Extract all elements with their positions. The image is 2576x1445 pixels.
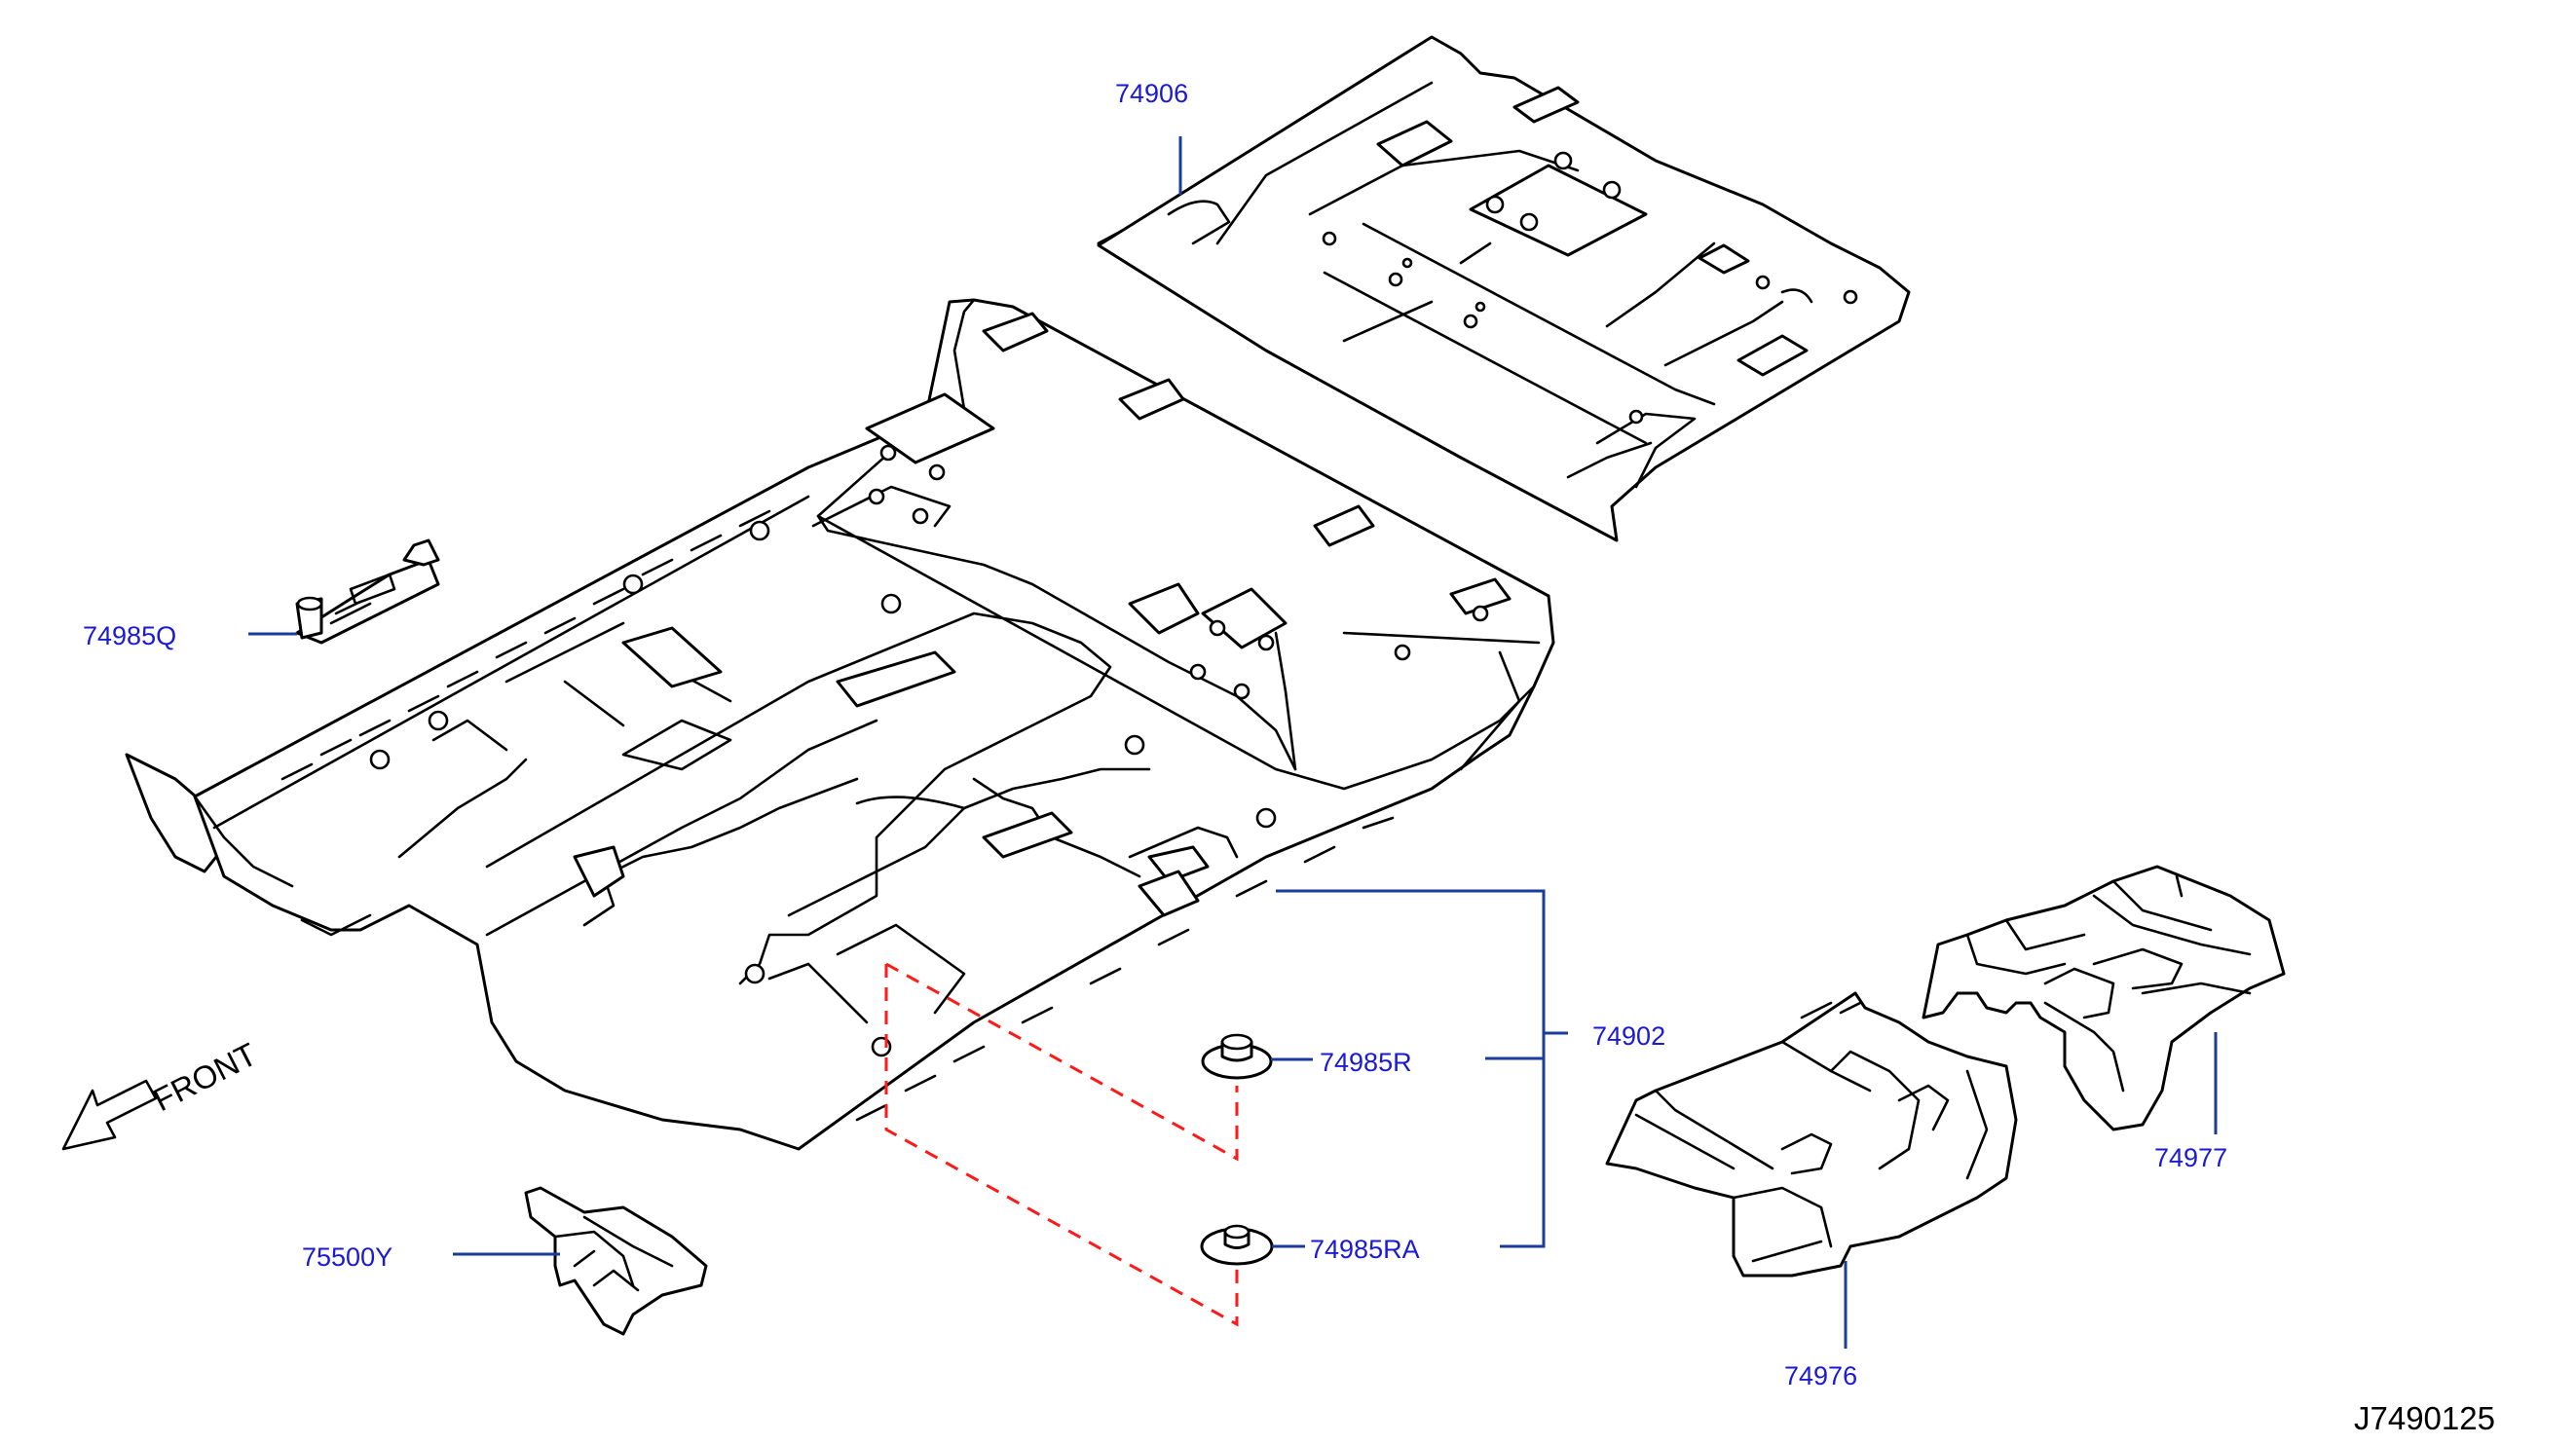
leader-lines (248, 136, 2218, 1349)
diagram-id: J7490125 (2354, 1400, 2495, 1436)
callout-74985ra-label: 74985RA (1310, 1235, 1420, 1264)
front-label: FRONT (147, 1036, 262, 1119)
callout-74985r-label: 74985R (1320, 1048, 1412, 1077)
part-75500y (524, 1186, 708, 1336)
front-direction-arrow (61, 1079, 158, 1151)
rear-floor-carpet-part (1097, 35, 1911, 542)
callout-75500y-label: 75500Y (302, 1242, 392, 1272)
part-74976 (1605, 991, 2018, 1278)
dashed-guide-lines (884, 962, 1239, 1327)
clip-74985q-part (295, 538, 440, 645)
part-74977 (1922, 865, 2286, 1131)
callout-74906-label: 74906 (1115, 79, 1188, 108)
callout-74976-label: 74976 (1784, 1361, 1857, 1390)
clip-74985ra-part (1200, 1224, 1274, 1266)
clip-74985r-part (1201, 1033, 1273, 1080)
callout-74902-label: 74902 (1592, 1021, 1665, 1051)
callout-74985q-label: 74985Q (83, 621, 176, 650)
main-floor-carpet-part (125, 298, 1555, 1151)
callout-74977-label: 74977 (2154, 1143, 2227, 1172)
